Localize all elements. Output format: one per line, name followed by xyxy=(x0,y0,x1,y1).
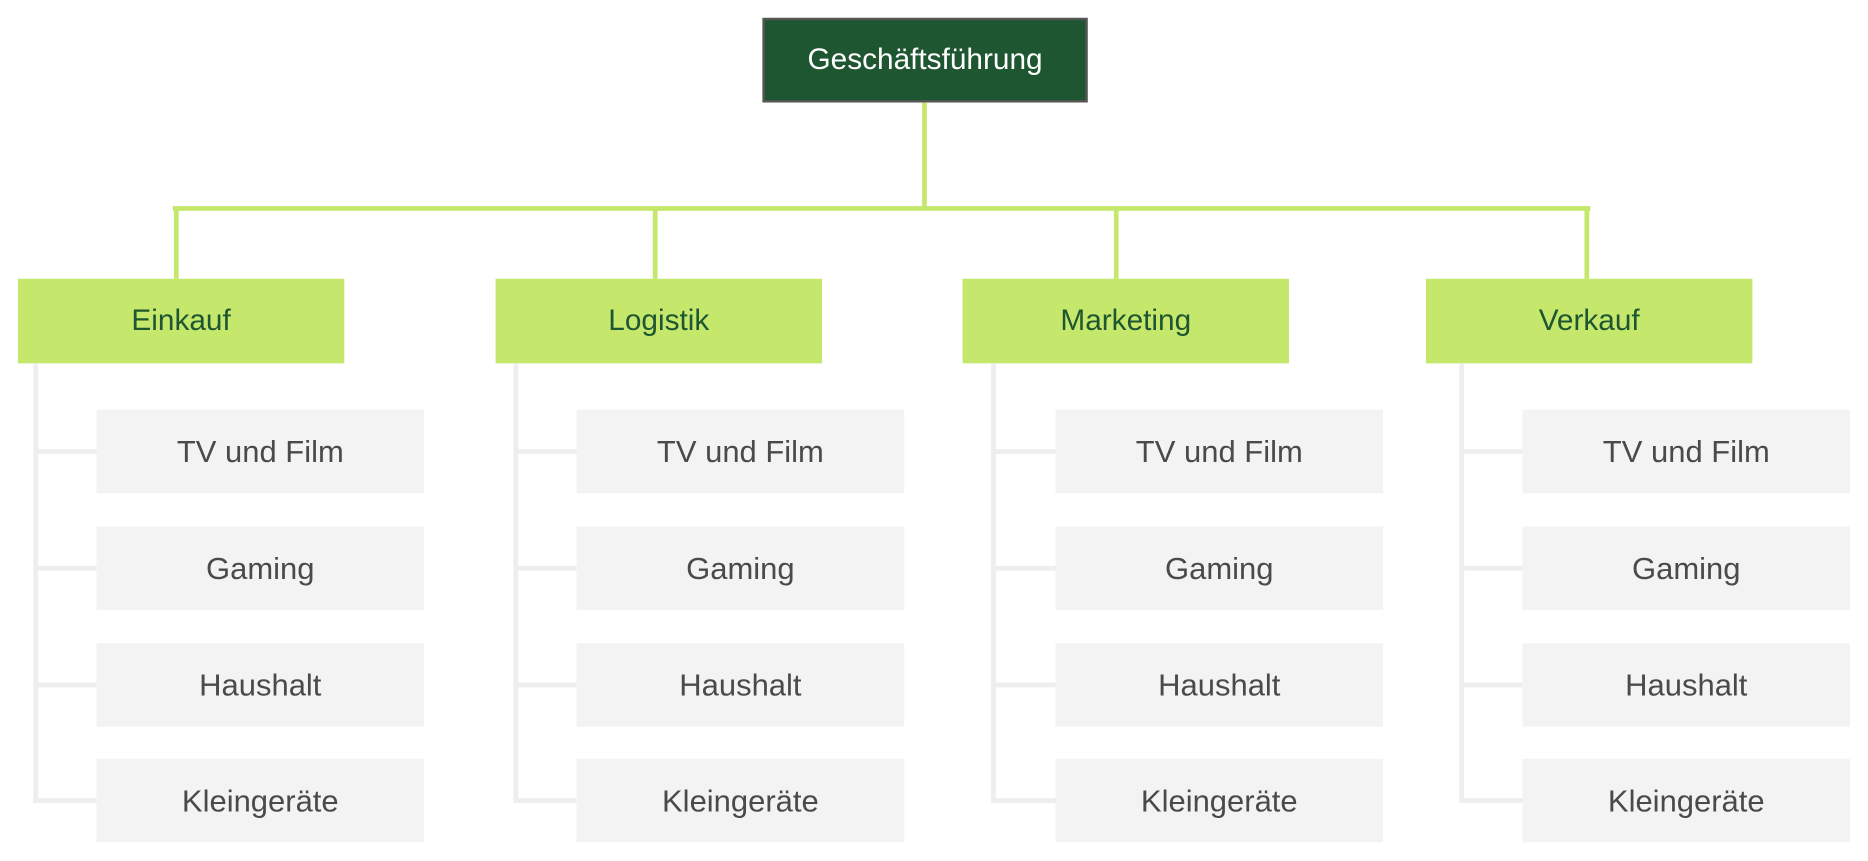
sub-connector-tick xyxy=(1459,798,1523,803)
sub-label: Gaming xyxy=(1632,549,1741,586)
department-node[interactable]: Marketing xyxy=(962,278,1289,364)
sub-connector-vertical xyxy=(991,363,996,803)
sub-connector-tick xyxy=(33,798,97,803)
sub-label: Haushalt xyxy=(199,666,322,703)
root-node[interactable]: Geschäftsführung xyxy=(762,17,1088,103)
department-connector xyxy=(652,208,658,279)
sub-connector-tick xyxy=(513,565,577,571)
sub-node[interactable]: TV und Film xyxy=(1055,409,1384,494)
sub-connector-tick xyxy=(991,565,1056,571)
department-node[interactable]: Einkauf xyxy=(17,278,345,364)
sub-connector-tick xyxy=(1459,682,1523,688)
sub-node[interactable]: Gaming xyxy=(96,526,425,610)
sub-label: TV und Film xyxy=(1602,433,1770,469)
sub-connector-tick xyxy=(33,449,97,454)
sub-node[interactable]: Kleingeräte xyxy=(1522,758,1851,843)
sub-label: Kleingeräte xyxy=(1607,782,1765,818)
sub-connector-tick xyxy=(513,798,577,803)
department-label: Logistik xyxy=(608,303,710,338)
sub-label: TV und Film xyxy=(1135,433,1303,469)
sub-connector-tick xyxy=(991,798,1056,803)
sub-node[interactable]: TV und Film xyxy=(1522,409,1851,494)
sub-label: Haushalt xyxy=(1625,666,1748,703)
sub-connector-tick xyxy=(513,449,577,454)
sub-label: Haushalt xyxy=(1158,666,1281,703)
sub-node[interactable]: Kleingeräte xyxy=(1055,758,1384,843)
sub-node[interactable]: TV und Film xyxy=(96,409,425,494)
sub-label: Gaming xyxy=(1165,549,1274,586)
department-label: Marketing xyxy=(1060,303,1192,338)
sub-node[interactable]: Gaming xyxy=(1055,526,1384,610)
sub-connector-tick xyxy=(1459,565,1523,571)
sub-connector-vertical xyxy=(1459,363,1465,803)
sub-node[interactable]: Kleingeräte xyxy=(576,758,905,843)
department-node[interactable]: Logistik xyxy=(495,278,822,364)
sub-node[interactable]: Kleingeräte xyxy=(96,758,425,843)
sub-connector-tick xyxy=(1459,449,1523,454)
sub-label: Kleingeräte xyxy=(1140,782,1298,818)
department-label: Verkauf xyxy=(1538,303,1640,338)
sub-connector-tick xyxy=(991,682,1056,688)
sub-connector-tick xyxy=(513,682,577,688)
sub-node[interactable]: Haushalt xyxy=(1055,643,1384,727)
sub-node[interactable]: Haushalt xyxy=(1522,643,1851,727)
sub-label: Gaming xyxy=(206,549,315,586)
root-label: Geschäftsführung xyxy=(807,42,1043,77)
sub-connector-tick xyxy=(33,565,97,571)
sub-connector-vertical xyxy=(513,363,519,803)
sub-connector-vertical xyxy=(33,363,39,803)
department-connector xyxy=(1113,208,1119,279)
sub-label: Kleingeräte xyxy=(181,782,339,818)
sub-label: TV und Film xyxy=(656,433,824,469)
branch-connector xyxy=(172,206,1591,211)
sub-label: Haushalt xyxy=(679,666,802,703)
sub-node[interactable]: TV und Film xyxy=(576,409,905,494)
sub-node[interactable]: Haushalt xyxy=(96,643,425,727)
sub-label: TV und Film xyxy=(176,433,344,469)
sub-connector-tick xyxy=(33,682,97,688)
department-connector xyxy=(1584,208,1590,279)
sub-node[interactable]: Haushalt xyxy=(576,643,905,727)
department-label: Einkauf xyxy=(131,303,231,338)
sub-label: Gaming xyxy=(686,549,795,586)
sub-node[interactable]: Gaming xyxy=(1522,526,1851,610)
root-connector xyxy=(922,102,927,209)
sub-node[interactable]: Gaming xyxy=(576,526,905,610)
department-node[interactable]: Verkauf xyxy=(1425,278,1753,364)
sub-label: Kleingeräte xyxy=(662,782,819,818)
sub-connector-tick xyxy=(991,449,1056,454)
department-connector xyxy=(173,208,179,279)
